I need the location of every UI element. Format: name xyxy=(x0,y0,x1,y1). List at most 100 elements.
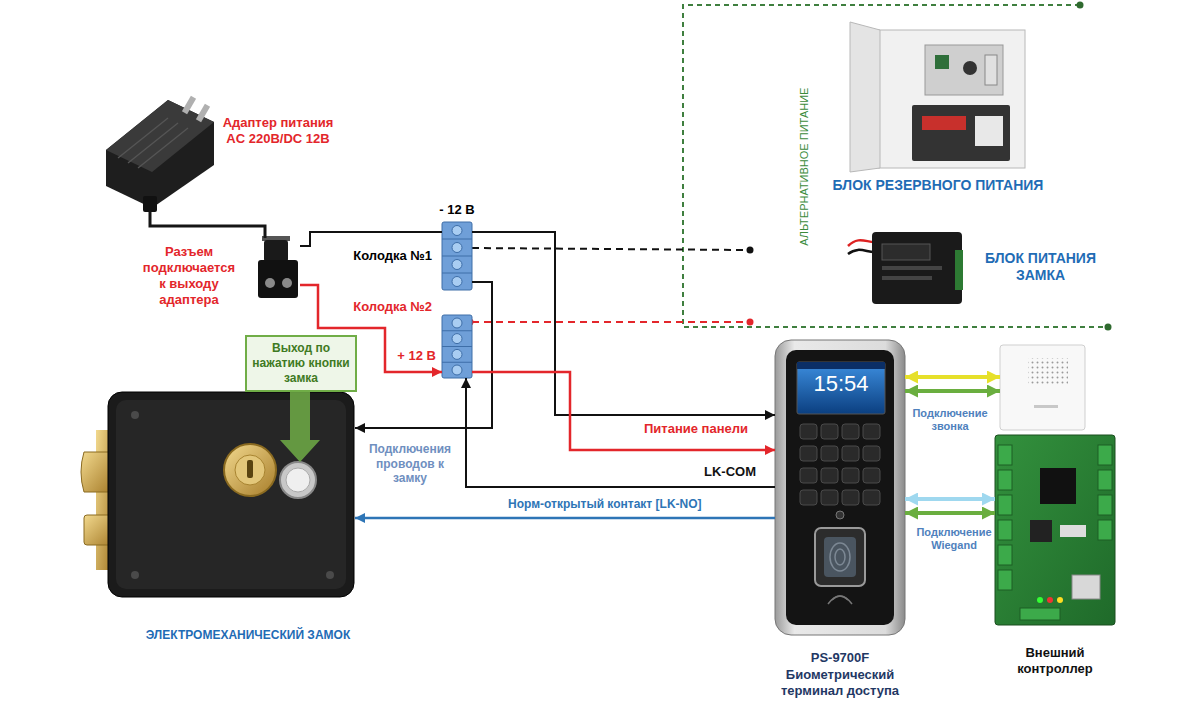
terminal-picture xyxy=(775,340,905,635)
node-text: + 12 В xyxy=(390,348,436,364)
terminal-block-picture-part xyxy=(442,256,472,257)
dc-plug-picture-part xyxy=(265,278,275,288)
terminal-picture-part xyxy=(830,543,850,571)
lock-picture-part xyxy=(108,392,354,597)
lock-picture-part xyxy=(116,400,346,589)
backup-psu-picture-part xyxy=(925,45,1003,95)
lock-picture xyxy=(81,392,354,597)
callout-box: Выход по нажатию кнопки замка xyxy=(245,335,357,392)
alt-power-frame xyxy=(683,2,1112,331)
terminal-picture-part xyxy=(842,490,859,505)
controller-picture-part xyxy=(1098,445,1112,465)
controller-picture-part xyxy=(1020,608,1060,620)
connector-node: Разъем подключается к выходу адаптера xyxy=(258,238,300,298)
lock-picture-part xyxy=(81,452,112,492)
terminal-block-picture-part xyxy=(452,318,462,328)
adapter-picture-part xyxy=(182,96,196,115)
backup-psu-picture-part xyxy=(850,22,880,172)
wire-connector xyxy=(355,518,775,519)
wire-line xyxy=(300,232,442,246)
terminal-picture-part xyxy=(863,424,880,439)
controller-picture-part xyxy=(1057,597,1063,603)
controller-picture-part xyxy=(1040,468,1076,504)
wire-line xyxy=(472,372,775,450)
lock-node: ЭЛЕКТРОМЕХАНИЧЕСКИЙ ЗАМОК xyxy=(92,392,355,597)
terminal-block-picture-part xyxy=(452,334,462,344)
controller-picture-part xyxy=(1030,520,1052,542)
doorbell-picture-part xyxy=(1034,405,1058,408)
terminal-picture-part xyxy=(842,446,859,461)
adapter-picture-part xyxy=(118,118,168,158)
controller-picture xyxy=(995,435,1115,625)
terminal-block-picture-part xyxy=(442,239,472,240)
terminal-picture-part xyxy=(824,537,856,577)
adapter-picture xyxy=(106,96,214,212)
node-text: БЛОК РЕЗЕРВНОГО ПИТАНИЯ xyxy=(813,177,1063,194)
terminal-picture-part xyxy=(842,424,859,439)
wiring-note: Подключения проводов к замку xyxy=(362,442,458,486)
wire-line xyxy=(466,378,775,487)
lock-psu-picture-part xyxy=(882,276,932,280)
dc-plug-picture-part xyxy=(264,240,288,262)
wire-label: Норм-открытый контакт [LK-NO] xyxy=(506,497,704,512)
backup-psu-picture-part xyxy=(963,61,977,75)
terminal-block-picture-part xyxy=(452,365,462,375)
wire-line xyxy=(472,232,775,415)
controller-picture-part xyxy=(998,570,1012,590)
lock-picture-part xyxy=(235,455,265,485)
controller-picture-part xyxy=(995,435,1115,625)
adapter-picture-part xyxy=(106,100,214,208)
wire-connector xyxy=(905,377,1000,391)
terminal-picture-part xyxy=(863,490,880,505)
dashed-wires-part xyxy=(747,319,754,326)
doorbell-picture-part xyxy=(1028,358,1068,386)
terminal-block-picture-part xyxy=(442,330,472,331)
controller-picture-part xyxy=(998,445,1012,465)
screen-clock: 15:54 xyxy=(797,371,885,398)
terminal-block-picture-part xyxy=(452,349,462,359)
terminal-picture-part xyxy=(821,446,838,461)
controller-picture-part xyxy=(1098,520,1112,540)
controller-picture-part xyxy=(1098,470,1112,490)
controller-picture-part xyxy=(998,495,1012,515)
node-text: Адаптер питания AC 220В/DC 12В xyxy=(218,115,338,147)
alt-power-frame-part xyxy=(1077,2,1084,9)
wire-label: Подключение Wiegand xyxy=(906,526,1002,553)
wire-line xyxy=(905,497,995,501)
backup-psu-picture-part xyxy=(935,55,949,69)
node-text: БЛОК ПИТАНИЯ ЗАМКА xyxy=(973,250,1108,284)
controller-picture-part xyxy=(1072,575,1100,599)
terminal-picture-part xyxy=(815,528,865,586)
lock-psu-picture-part xyxy=(848,250,874,254)
terminal-picture-part xyxy=(797,362,885,369)
controller-node: Внешний контроллер xyxy=(995,435,1115,625)
terminal-picture-part xyxy=(797,362,885,414)
terminal-block: - 12 ВКолодка №1 xyxy=(442,222,472,290)
controller-picture-part xyxy=(998,520,1012,540)
terminal-picture-part xyxy=(800,490,817,505)
dashed-wires-part xyxy=(472,321,748,323)
controller-picture-part xyxy=(1047,597,1053,603)
dc-plug-picture-part xyxy=(258,260,298,298)
lock-psu-picture-part xyxy=(872,232,962,304)
terminal-picture-part xyxy=(800,424,817,439)
doorbell-picture xyxy=(1000,345,1085,430)
wire-label: Питание панели xyxy=(642,421,750,437)
node-text: ЭЛЕКТРОМЕХАНИЧЕСКИЙ ЗАМОК xyxy=(98,628,398,643)
alt-power-frame-part xyxy=(683,5,1108,327)
terminal-picture-part xyxy=(836,511,844,519)
dashed-wires-part xyxy=(747,247,754,254)
adapter-node: Адаптер питания AC 220В/DC 12В xyxy=(100,85,220,210)
backup-psu-picture-part xyxy=(975,116,1003,146)
adapter-picture-part xyxy=(128,123,178,163)
wire-line xyxy=(355,517,775,520)
backup-psu-picture-part xyxy=(985,55,997,85)
terminal-block-picture-part xyxy=(442,362,472,363)
backup-psu-picture xyxy=(850,22,1025,172)
lock-picture-part xyxy=(131,571,139,579)
wire-connector xyxy=(905,499,995,513)
terminal-block-picture-part xyxy=(442,315,472,378)
